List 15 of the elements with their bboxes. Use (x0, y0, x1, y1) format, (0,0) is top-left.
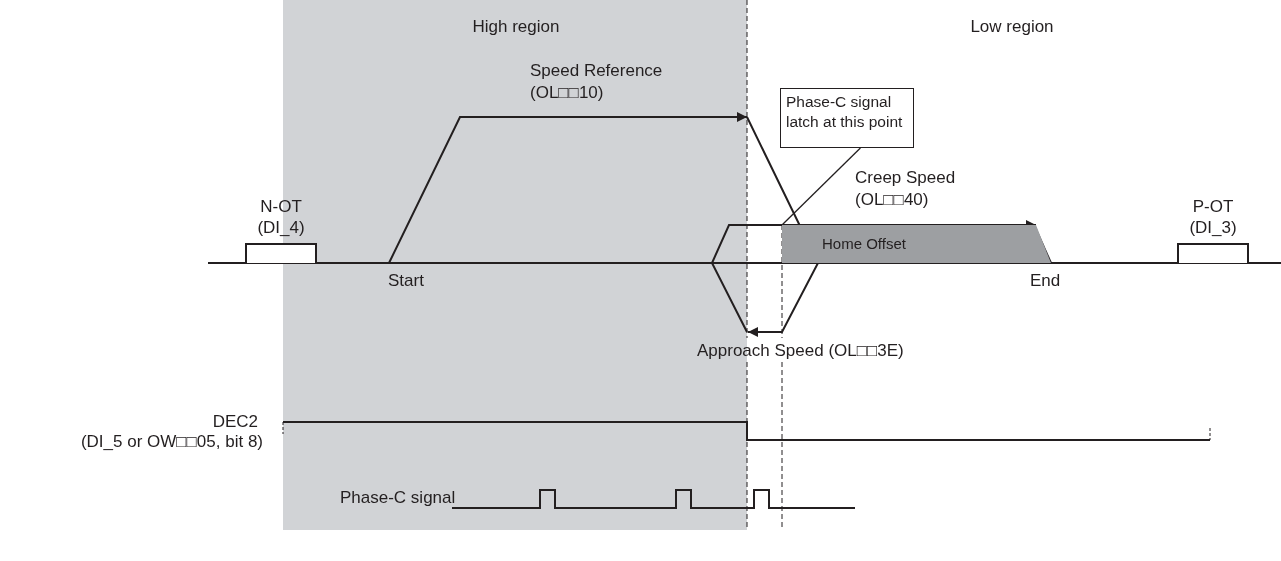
home-offset-label: Home Offset (822, 235, 906, 252)
signal-label: Phase-C signal (340, 487, 456, 509)
region-label: Low region (969, 16, 1055, 38)
callout-box: Phase-C signal latch at this point (780, 88, 914, 148)
speed-label: Approach Speed (OL□□3E) (697, 340, 904, 362)
leader-line (781, 147, 862, 226)
signal-label: N-OT (DI_4) (256, 196, 306, 238)
signal-label: P-OT (DI_3) (1188, 196, 1238, 238)
start-label: Start (388, 270, 424, 292)
end-label: End (1030, 270, 1061, 292)
speed-label: Creep Speed (OL□□40) (855, 167, 957, 211)
signal-label: DEC2 (211, 411, 258, 433)
signal-label: (DI_5 or OW□□05, bit 8) (79, 431, 263, 453)
region-label: High region (471, 16, 561, 38)
speed-label: Speed Reference (OL□□10) (530, 60, 664, 104)
